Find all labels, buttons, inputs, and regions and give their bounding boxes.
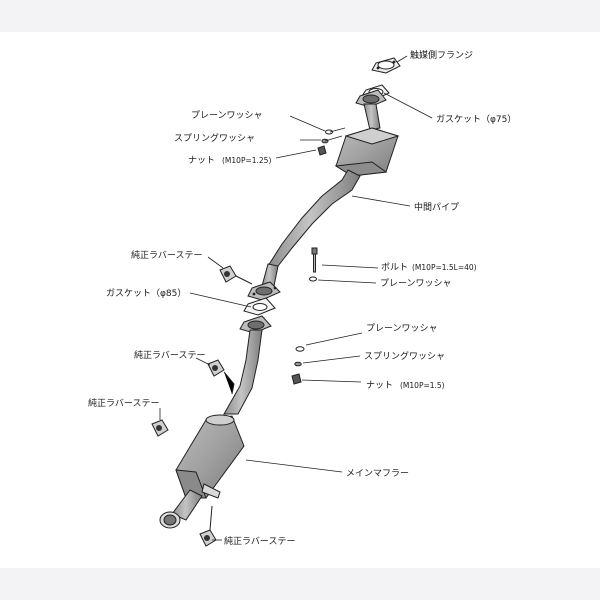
mid-pipe-outlet-flange — [247, 281, 281, 301]
label-rubber-stay-4: 純正ラバーステー — [224, 535, 295, 547]
label-spring-washer-1: スプリングワッシャ — [174, 132, 255, 144]
label-rubber-stay-3: 純正ラバーステー — [88, 397, 159, 409]
cat-flange-part — [371, 57, 401, 74]
rubber-stay-3-part — [151, 419, 169, 437]
mid-pipe-inlet-flange — [355, 89, 387, 108]
label-nut-15: ナット — [366, 380, 393, 391]
main-muffler-pipe — [223, 315, 272, 415]
label-plain-washer-3: プレーンワッシャ — [366, 323, 438, 334]
label-plain-washer-2: プレーンワッシャ — [380, 278, 452, 289]
label-nut-125-spec: (M10P=1.25) — [222, 156, 271, 165]
label-nut-125: ナット — [188, 155, 215, 166]
washer-stack-top — [317, 127, 346, 156]
label-bolt-spec: (M10P=1.5L=40) — [412, 263, 477, 272]
main-muffler-part — [159, 414, 245, 529]
rubber-stay-1-part — [219, 265, 253, 285]
washer-stack-bottom — [291, 346, 305, 385]
gasket-85-part — [243, 297, 276, 316]
rubber-stay-2-part — [207, 359, 235, 395]
label-mid-pipe: 中間パイプ — [414, 201, 459, 213]
label-nut-15-spec: (M10P=1.5) — [400, 381, 445, 390]
mid-pipe-part — [261, 103, 400, 287]
bolt-part — [309, 247, 318, 282]
label-spring-washer-2: スプリングワッシャ — [364, 350, 445, 362]
label-bolt: ボルト — [381, 262, 408, 273]
label-main-muffler: メインマフラー — [346, 468, 409, 479]
label-cat-flange: 触媒側フランジ — [410, 49, 473, 61]
label-gasket-75: ガスケット（φ75） — [436, 114, 516, 125]
leader-lines — [159, 55, 433, 541]
label-rubber-stay-2: 純正ラバーステー — [134, 349, 205, 361]
label-gasket-85: ガスケット（φ85） — [106, 288, 186, 299]
label-plain-washer-1: プレーンワッシャ — [191, 110, 263, 121]
diagram-canvas — [0, 32, 600, 568]
label-rubber-stay-1: 純正ラバーステー — [131, 249, 202, 261]
